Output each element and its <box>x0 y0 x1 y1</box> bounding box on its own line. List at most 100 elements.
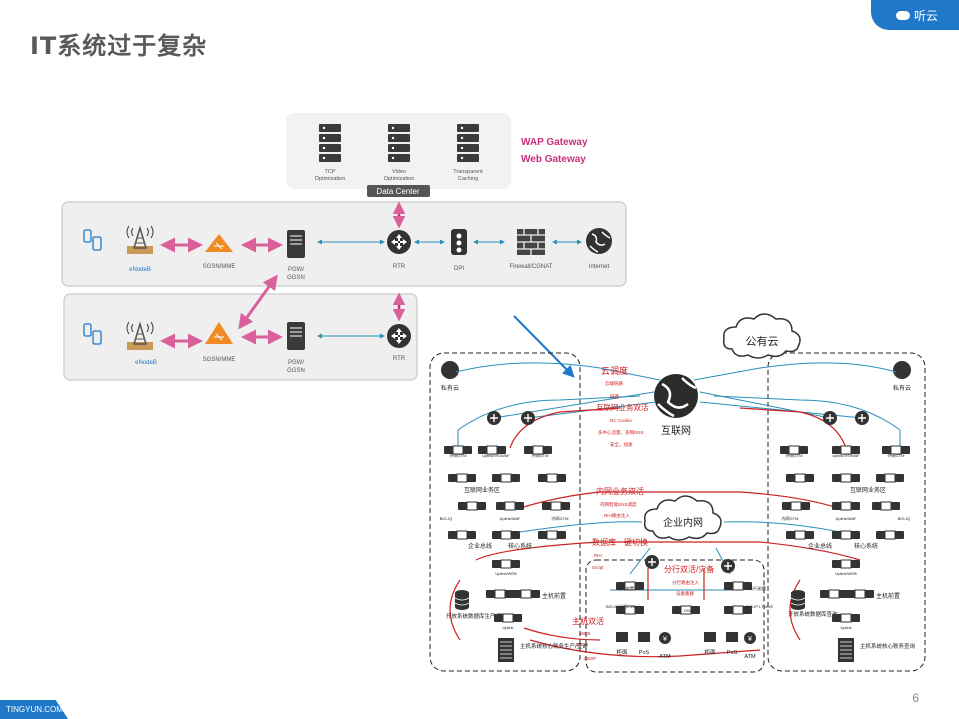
diagram-label: 主机前置 <box>876 592 900 600</box>
rtr-label: RTR <box>393 356 406 362</box>
diagram-label: 核心系统 <box>854 542 878 550</box>
flow-note: SBSP <box>584 656 596 661</box>
diagram-label: ATM <box>744 654 756 660</box>
diagram-label: Uplink/WEB <box>835 571 857 576</box>
diagram-label: BIG-IP 分行LTM <box>606 603 635 609</box>
service-label: Transparent <box>453 169 483 175</box>
diagram-label: Uplink/WAF <box>500 516 522 521</box>
service-label: Optimization <box>384 176 415 182</box>
internet-label: Internet <box>589 264 610 270</box>
internet-active-active-label: 互联网业务双活 <box>596 402 649 412</box>
diagram-label: 主机系统核心账务生产/查询 <box>520 642 588 650</box>
tcp-optimization-server: TCP Optimization <box>315 124 345 182</box>
flow-note: 链路 <box>610 393 619 400</box>
link-arrow <box>238 274 278 330</box>
diagram-label: 外网GTM <box>786 452 803 458</box>
intranet-active-active-label: 内网业务双活 <box>596 486 644 496</box>
diagram-label: Uplink/VS/WAF <box>832 453 860 458</box>
flow-note: RHI <box>594 553 602 558</box>
diagram-label: 主机前置 <box>542 592 566 600</box>
flow-note: DC Cookie <box>610 418 632 423</box>
brand-logo: 听云 <box>871 0 959 30</box>
svg-text:¥: ¥ <box>748 636 752 643</box>
db-switch-label: 数据库一键切换 <box>592 537 648 547</box>
video-optimization-server: Video Optimization <box>384 124 415 182</box>
diagram-label: Uplink/VS/WAF <box>482 453 510 458</box>
diagram-label: 分行前置 <box>618 585 634 591</box>
sgsn-mme-label: SGSN/MME <box>203 264 236 270</box>
diagram-label: 外网GTM <box>450 452 467 458</box>
flow-note: 内网智能DNS调度 <box>600 501 637 508</box>
service-label: Video <box>392 169 406 175</box>
pgw-ggsn-label: PGW/ <box>288 267 304 273</box>
data-center-label: Data Center <box>376 187 419 196</box>
pgw-ggsn-server-icon <box>287 230 305 258</box>
branch-active-active-label: 分行双活/灾备 <box>664 564 714 574</box>
pgw-ggsn-label: PGW/ <box>288 360 304 366</box>
sgsn-mme-icon <box>205 322 233 344</box>
wap-gateway-label: WAP Gateway <box>521 137 588 148</box>
diagram-label: ATM <box>659 654 671 660</box>
service-label: Caching <box>458 176 478 182</box>
enodeb-label: eNodeB <box>135 360 157 366</box>
router-icon <box>387 324 411 348</box>
router-icon <box>387 230 411 254</box>
flow-note: 安全，加速 <box>610 441 633 448</box>
web-gateway-label: Web Gateway <box>521 154 586 165</box>
public-cloud-label: 公有云 <box>746 334 779 348</box>
diagram-label: 开放系统数据库生产/查询 <box>446 612 509 620</box>
diagram-label: 柜面 <box>704 648 716 656</box>
private-cloud-right-label: 私有云 <box>893 384 911 392</box>
data-center-label-box <box>367 185 430 197</box>
footer-url: TINGYUN.COM <box>0 700 68 719</box>
pgw-ggsn-label: GGSN <box>287 368 305 374</box>
diagram-label: Uplink <box>840 625 851 630</box>
cloud-icon <box>895 10 910 20</box>
dpi-icon <box>451 229 467 255</box>
enodeb-label: eNodeB <box>129 267 151 273</box>
diagram-label: 外网GTM <box>532 452 549 458</box>
flow-note: 多中心流量，多网DNS <box>598 429 644 436</box>
internet-hub-label: 互联网 <box>661 425 691 437</box>
flow-note: RHI路由注入 <box>604 512 630 519</box>
globe-icon <box>586 228 612 254</box>
complex-architecture: 公有云 企业内网 私有云 私有云 互联网 <box>429 313 926 673</box>
intranet-label: 企业内网 <box>663 516 703 529</box>
internet-globe-icon <box>654 374 698 418</box>
diagram-label: 开放系统数据库查询 <box>788 610 838 618</box>
flow-note: 分行路由注入 <box>672 579 699 586</box>
firewall-icon <box>517 229 545 255</box>
diagram-label: Uplink/WEB <box>495 571 517 576</box>
diagram-label: 分行前置 <box>750 585 766 591</box>
diagram-label: PoS <box>639 650 650 656</box>
pgw-ggsn-label: GGSN <box>287 275 305 281</box>
page-number: 6 <box>912 691 919 705</box>
sgsn-mme-icon <box>205 234 233 252</box>
dpi-label: DPI <box>454 266 464 272</box>
firewall-label: Firewall/CGNAT <box>510 264 553 270</box>
brand-logo-text: 听云 <box>913 8 938 23</box>
cloud-scheduling-label: 云调度 <box>601 365 628 376</box>
diagram-label: DSC <box>684 608 693 613</box>
diagram-label: 内网GTM <box>782 515 799 521</box>
diagram-label: Uplink <box>502 625 513 630</box>
diagram-label: 互联网业务区 <box>464 486 500 494</box>
diagram-label: 企业总线 <box>468 542 492 550</box>
diagram-label: Uplink/WAF <box>836 516 858 521</box>
sgsn-mme-label: SGSN/MME <box>203 357 236 363</box>
pgw-ggsn-server-icon <box>287 322 305 350</box>
diagram-label: BIG-IP LTM/VE <box>746 604 774 609</box>
flow-note: Script <box>592 565 604 570</box>
service-label: TCP <box>325 169 336 175</box>
diagram-label: 企业总线 <box>808 542 832 550</box>
diagram-label: 核心系统 <box>508 542 532 550</box>
svg-text:¥: ¥ <box>663 636 667 643</box>
private-cloud-left-label: 私有云 <box>441 384 459 392</box>
flow-note: 云端链路 <box>605 380 623 387</box>
diagram-label: BIG-IQ <box>898 516 910 521</box>
flow-note: 设备集群 <box>676 590 694 597</box>
diagram-label: 内网GTM <box>552 515 569 521</box>
pointer-arrow <box>513 315 575 378</box>
diagram-label: 主机系统核心账务查询 <box>860 642 916 650</box>
